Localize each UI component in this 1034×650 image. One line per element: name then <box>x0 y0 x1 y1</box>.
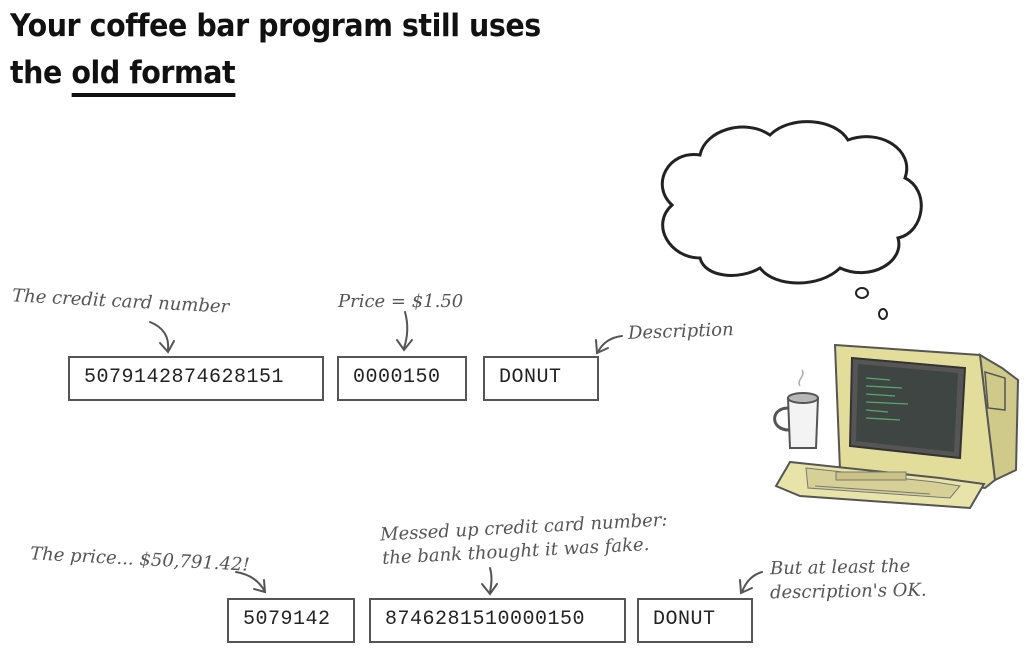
arrow-to-card <box>149 321 170 351</box>
record-field-card: 5079142874628151 <box>68 356 324 401</box>
title-underlined: old format <box>71 55 236 97</box>
arrows <box>149 311 763 596</box>
page-title-line-2: the old format <box>10 55 236 97</box>
arrow-to-wrong-price <box>235 571 265 591</box>
arrow-to-description <box>597 335 623 353</box>
annotation-price: Price = $1.50 <box>338 291 464 312</box>
thought-cloud <box>660 120 923 320</box>
record-field-description-ok: DONUT <box>637 598 753 643</box>
crt-computer-icon <box>774 343 1020 510</box>
arrow-to-price <box>403 311 409 349</box>
record-field-description: DONUT <box>483 356 599 401</box>
record-field-price-wrong: 5079142 <box>227 598 355 643</box>
record-field-card-wrong: 8746281510000150 <box>369 598 626 643</box>
arrow-to-wrong-card <box>489 567 493 593</box>
page-title: Your coffee bar program still uses <box>10 8 541 44</box>
arrow-to-desc-ok <box>741 571 763 593</box>
title-prefix: the <box>10 55 72 91</box>
coffee-mug-icon <box>773 369 820 449</box>
record-field-price: 0000150 <box>337 356 467 401</box>
